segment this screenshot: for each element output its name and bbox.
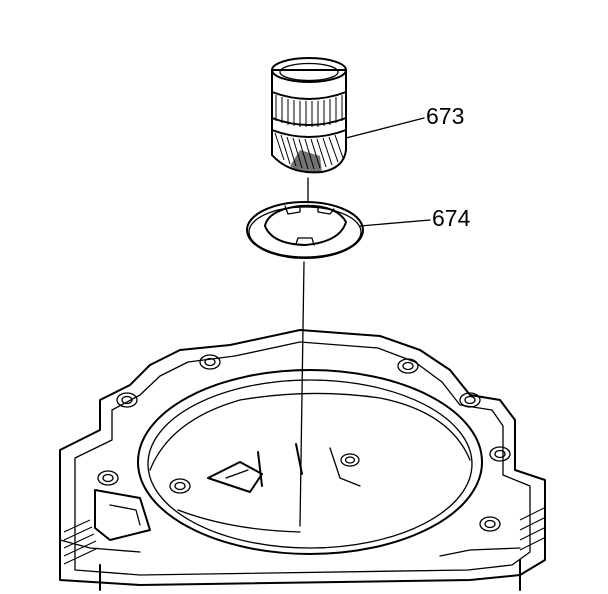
gear-spline-teeth <box>275 95 343 127</box>
bolt-boss-group <box>97 354 511 532</box>
callout-673: 673 <box>345 103 464 139</box>
thrust-washer <box>246 201 364 259</box>
callout-label-673: 673 <box>426 103 464 129</box>
callout-label-674: 674 <box>432 205 471 231</box>
case-shading-left <box>63 519 99 565</box>
callout-674: 674 <box>359 205 471 231</box>
case-shading-right <box>519 507 545 551</box>
assembly-axis-line-lower <box>299 261 305 527</box>
transmission-case <box>59 329 546 591</box>
sun-gear <box>271 57 347 174</box>
